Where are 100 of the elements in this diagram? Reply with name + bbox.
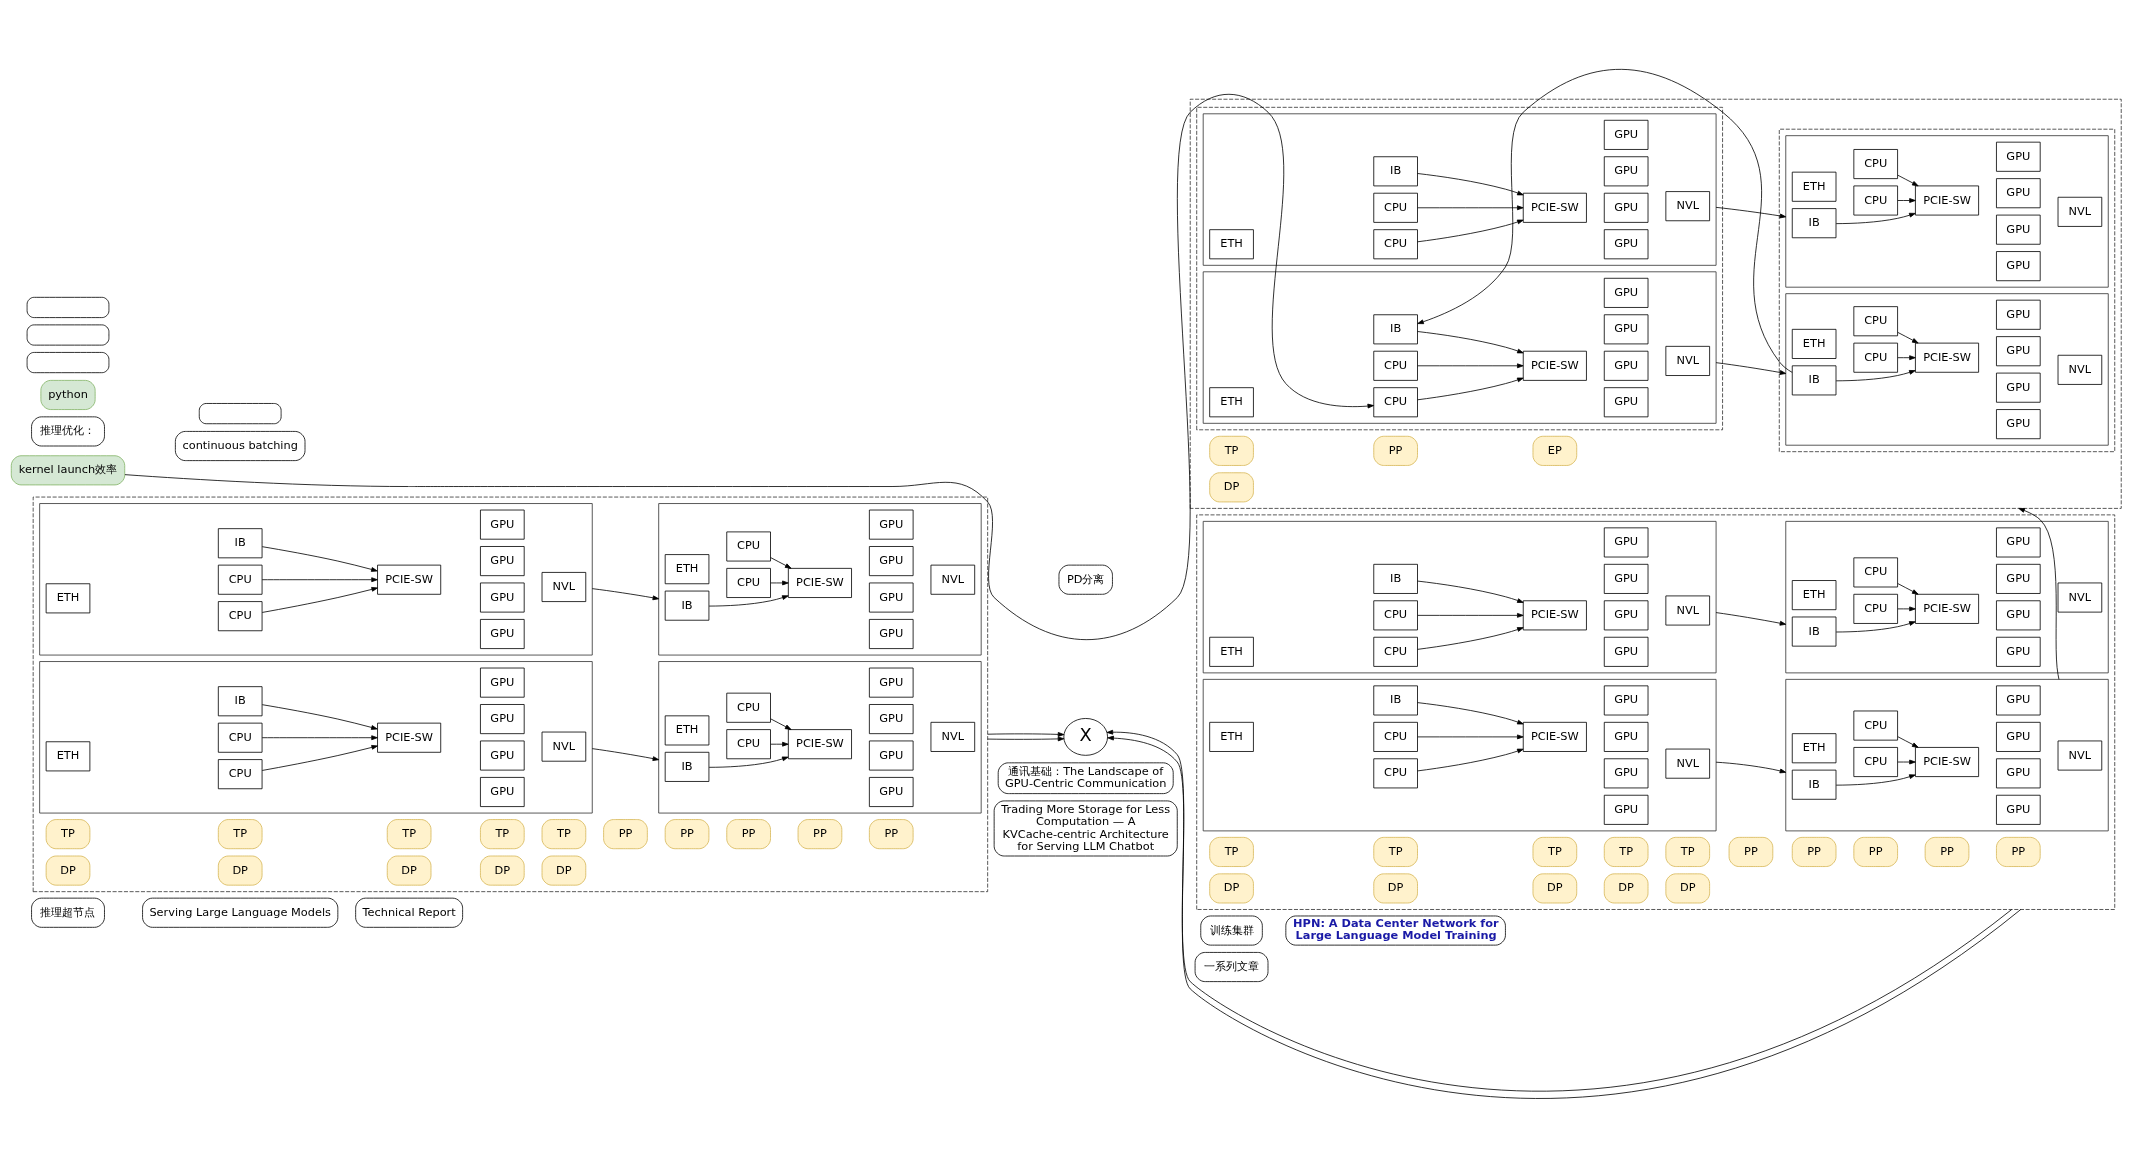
node-box: PCIE-SW [377, 564, 442, 595]
arrow [1897, 174, 1919, 187]
node-box: continuous batching [174, 431, 306, 461]
arrow [1897, 331, 1919, 344]
node-box: CPU [1853, 342, 1898, 373]
node-box: IB [1373, 156, 1418, 187]
arrow [770, 557, 792, 569]
node-box: GPU [868, 740, 914, 771]
node-box: Technical Report [355, 897, 463, 928]
node-box: IB [1791, 365, 1837, 396]
node-box: PCIE-SW [1915, 747, 1980, 777]
node-box [26, 296, 110, 318]
cluster [1202, 271, 1717, 424]
arrow [261, 735, 378, 741]
node-box: IB [1373, 314, 1418, 345]
node-box: DP [1665, 873, 1710, 904]
node-box: ETH [664, 554, 710, 585]
node-box: GPU [1603, 563, 1649, 594]
cluster [658, 661, 982, 814]
node-box: GPU [1996, 527, 2041, 558]
node-box: CPU [1853, 747, 1898, 777]
node-box: DP [1209, 873, 1254, 904]
arrow [261, 577, 378, 583]
cluster [1196, 514, 2116, 910]
node-box: TP [45, 819, 91, 850]
cluster [39, 661, 593, 814]
node-box: GPU [1996, 336, 2041, 367]
node-box: GPU [480, 546, 525, 577]
node-box: GPU [480, 619, 525, 649]
node-box: GPU [1603, 229, 1649, 260]
node-box: CPU [217, 759, 263, 790]
node-box: CPU [217, 722, 263, 753]
cluster [1785, 678, 2109, 832]
arrow [708, 756, 789, 768]
node-box: NVL [2057, 582, 2103, 613]
node-box: GPU [480, 582, 525, 613]
node-box: DP [1209, 472, 1254, 503]
node-box: CPU [1373, 636, 1418, 667]
node-box: CPU [1373, 721, 1418, 752]
node-box: GPU [1996, 636, 2041, 667]
arrow [261, 704, 378, 730]
node-box: EP [1532, 435, 1578, 466]
arrow [1417, 580, 1524, 603]
node-box: GPU [480, 509, 525, 540]
node-box: IB [664, 751, 710, 782]
node-box: NVL [2057, 740, 2103, 771]
arrow [987, 732, 1065, 737]
node-box: IB [1373, 563, 1418, 594]
node-box: NVL [930, 721, 976, 752]
node-box: DP [1532, 873, 1578, 904]
arrow [1715, 761, 1787, 774]
node-box: NVL [1665, 595, 1710, 626]
node-box: 训练集群 [1200, 915, 1263, 946]
node-box: GPU [1603, 156, 1649, 187]
node-box: GPU [480, 777, 525, 807]
node-box: GPU [1603, 758, 1649, 789]
arrow [987, 736, 1065, 742]
node-box: Trading More Storage for Less Computation — A KVCache-centric Architecture for Serving LLM Chatbot [993, 800, 1178, 857]
node-box: GPU [1996, 299, 2041, 330]
node-box: GPU [868, 546, 914, 577]
node-box: CPU [1373, 758, 1418, 789]
node-box: PP [868, 819, 914, 850]
node-box: CPU [726, 531, 771, 562]
node-box: PCIE-SW [1522, 350, 1587, 381]
node-box: CPU [1373, 229, 1418, 260]
node-box: TP [217, 819, 263, 850]
arrow [1897, 198, 1916, 203]
node-box: ETH [1209, 721, 1254, 752]
node-box: PCIE-SW [1522, 721, 1587, 752]
node-box: PD分离 [1058, 564, 1113, 595]
node-box: PCIE-SW [1915, 185, 1980, 216]
arrow [1897, 606, 1916, 612]
node-box: GPU [1996, 600, 2041, 631]
node-box: GPU [480, 740, 525, 771]
node-box: DP [217, 855, 263, 886]
node-box: TP [1532, 836, 1578, 867]
node-box: GPU [1603, 277, 1649, 308]
node-box: GPU [1996, 214, 2041, 245]
node-box: GPU [1603, 721, 1649, 752]
node-box: PP [1728, 836, 1774, 867]
arrow [1715, 362, 1787, 375]
node-box: GPU [868, 704, 914, 735]
node-box: NVL [1665, 748, 1710, 779]
arrow [261, 546, 378, 572]
node-box: ETH [1791, 171, 1837, 202]
node-box [26, 352, 110, 374]
node-box: TP [1665, 836, 1710, 867]
node-box: PP [664, 819, 710, 850]
arrow [2018, 508, 2060, 680]
cluster [1189, 98, 2122, 509]
node-box: TP [1603, 836, 1649, 867]
arrow [1417, 702, 1524, 725]
cluster [1785, 293, 2109, 446]
node-box: NVL [1665, 345, 1710, 376]
node-box: CPU [726, 567, 771, 598]
node-box: kernel launch效率 [10, 455, 126, 486]
cluster [1202, 113, 1717, 266]
node-box: DP [1373, 873, 1418, 904]
node-box: NVL [2057, 354, 2103, 385]
node-box: GPU [1603, 314, 1649, 345]
